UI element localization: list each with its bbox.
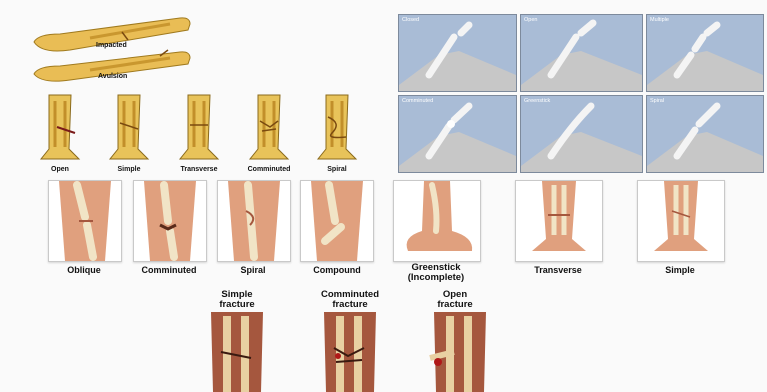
leg-comminuted-illustration — [244, 93, 294, 165]
leg-transverse-illustration — [174, 93, 224, 165]
photo-label-compound: Compound — [292, 265, 382, 275]
xray-panel-closed: Closed — [398, 14, 517, 92]
leg-label-comminuted: Comminuted — [240, 166, 298, 173]
leg-label-simple: Simple — [109, 166, 149, 173]
photo-label-simple: Simple — [630, 265, 730, 275]
leg-simple-fracture-anatomy — [205, 312, 269, 392]
leg-label-spiral: Spiral — [317, 166, 357, 173]
spiral-fracture-image — [217, 180, 291, 262]
bottom-label-open: Open fracture — [410, 290, 500, 310]
greenstick-fracture-image — [393, 180, 481, 262]
xray-panel-multiple: Multiple — [646, 14, 764, 92]
photo-label-transverse: Transverse — [508, 265, 608, 275]
compound-fracture-image — [300, 180, 374, 262]
leg-open-fracture-anatomy — [428, 312, 492, 392]
avulsion-label: Avulsion — [98, 73, 127, 80]
leg-comminuted-fracture-anatomy — [318, 312, 382, 392]
xray-panel-open: Open — [520, 14, 643, 92]
xray-panel-greenstick: Greenstick — [520, 95, 643, 173]
simple-fracture-image — [637, 180, 725, 262]
xray-panel-comminuted: Comminuted — [398, 95, 517, 173]
leg-label-open: Open — [40, 166, 80, 173]
leg-open-illustration — [35, 93, 85, 165]
leg-simple-illustration — [104, 93, 154, 165]
photo-label-spiral: Spiral — [213, 265, 293, 275]
leg-spiral-illustration — [312, 93, 362, 165]
bottom-label-comminuted: Comminuted fracture — [300, 290, 400, 310]
transverse-fracture-image — [515, 180, 603, 262]
leg-label-transverse: Transverse — [170, 166, 228, 173]
xray-panel-spiral: Spiral — [646, 95, 764, 173]
comminuted-fracture-image — [133, 180, 207, 262]
photo-label-comminuted: Comminuted — [124, 265, 214, 275]
photo-label-oblique: Oblique — [44, 265, 124, 275]
bottom-label-simple: Simple fracture — [192, 290, 282, 310]
avulsion-arm-illustration — [30, 46, 195, 86]
photo-label-greenstick: Greenstick (Incomplete) — [386, 263, 486, 283]
oblique-fracture-image — [48, 180, 122, 262]
